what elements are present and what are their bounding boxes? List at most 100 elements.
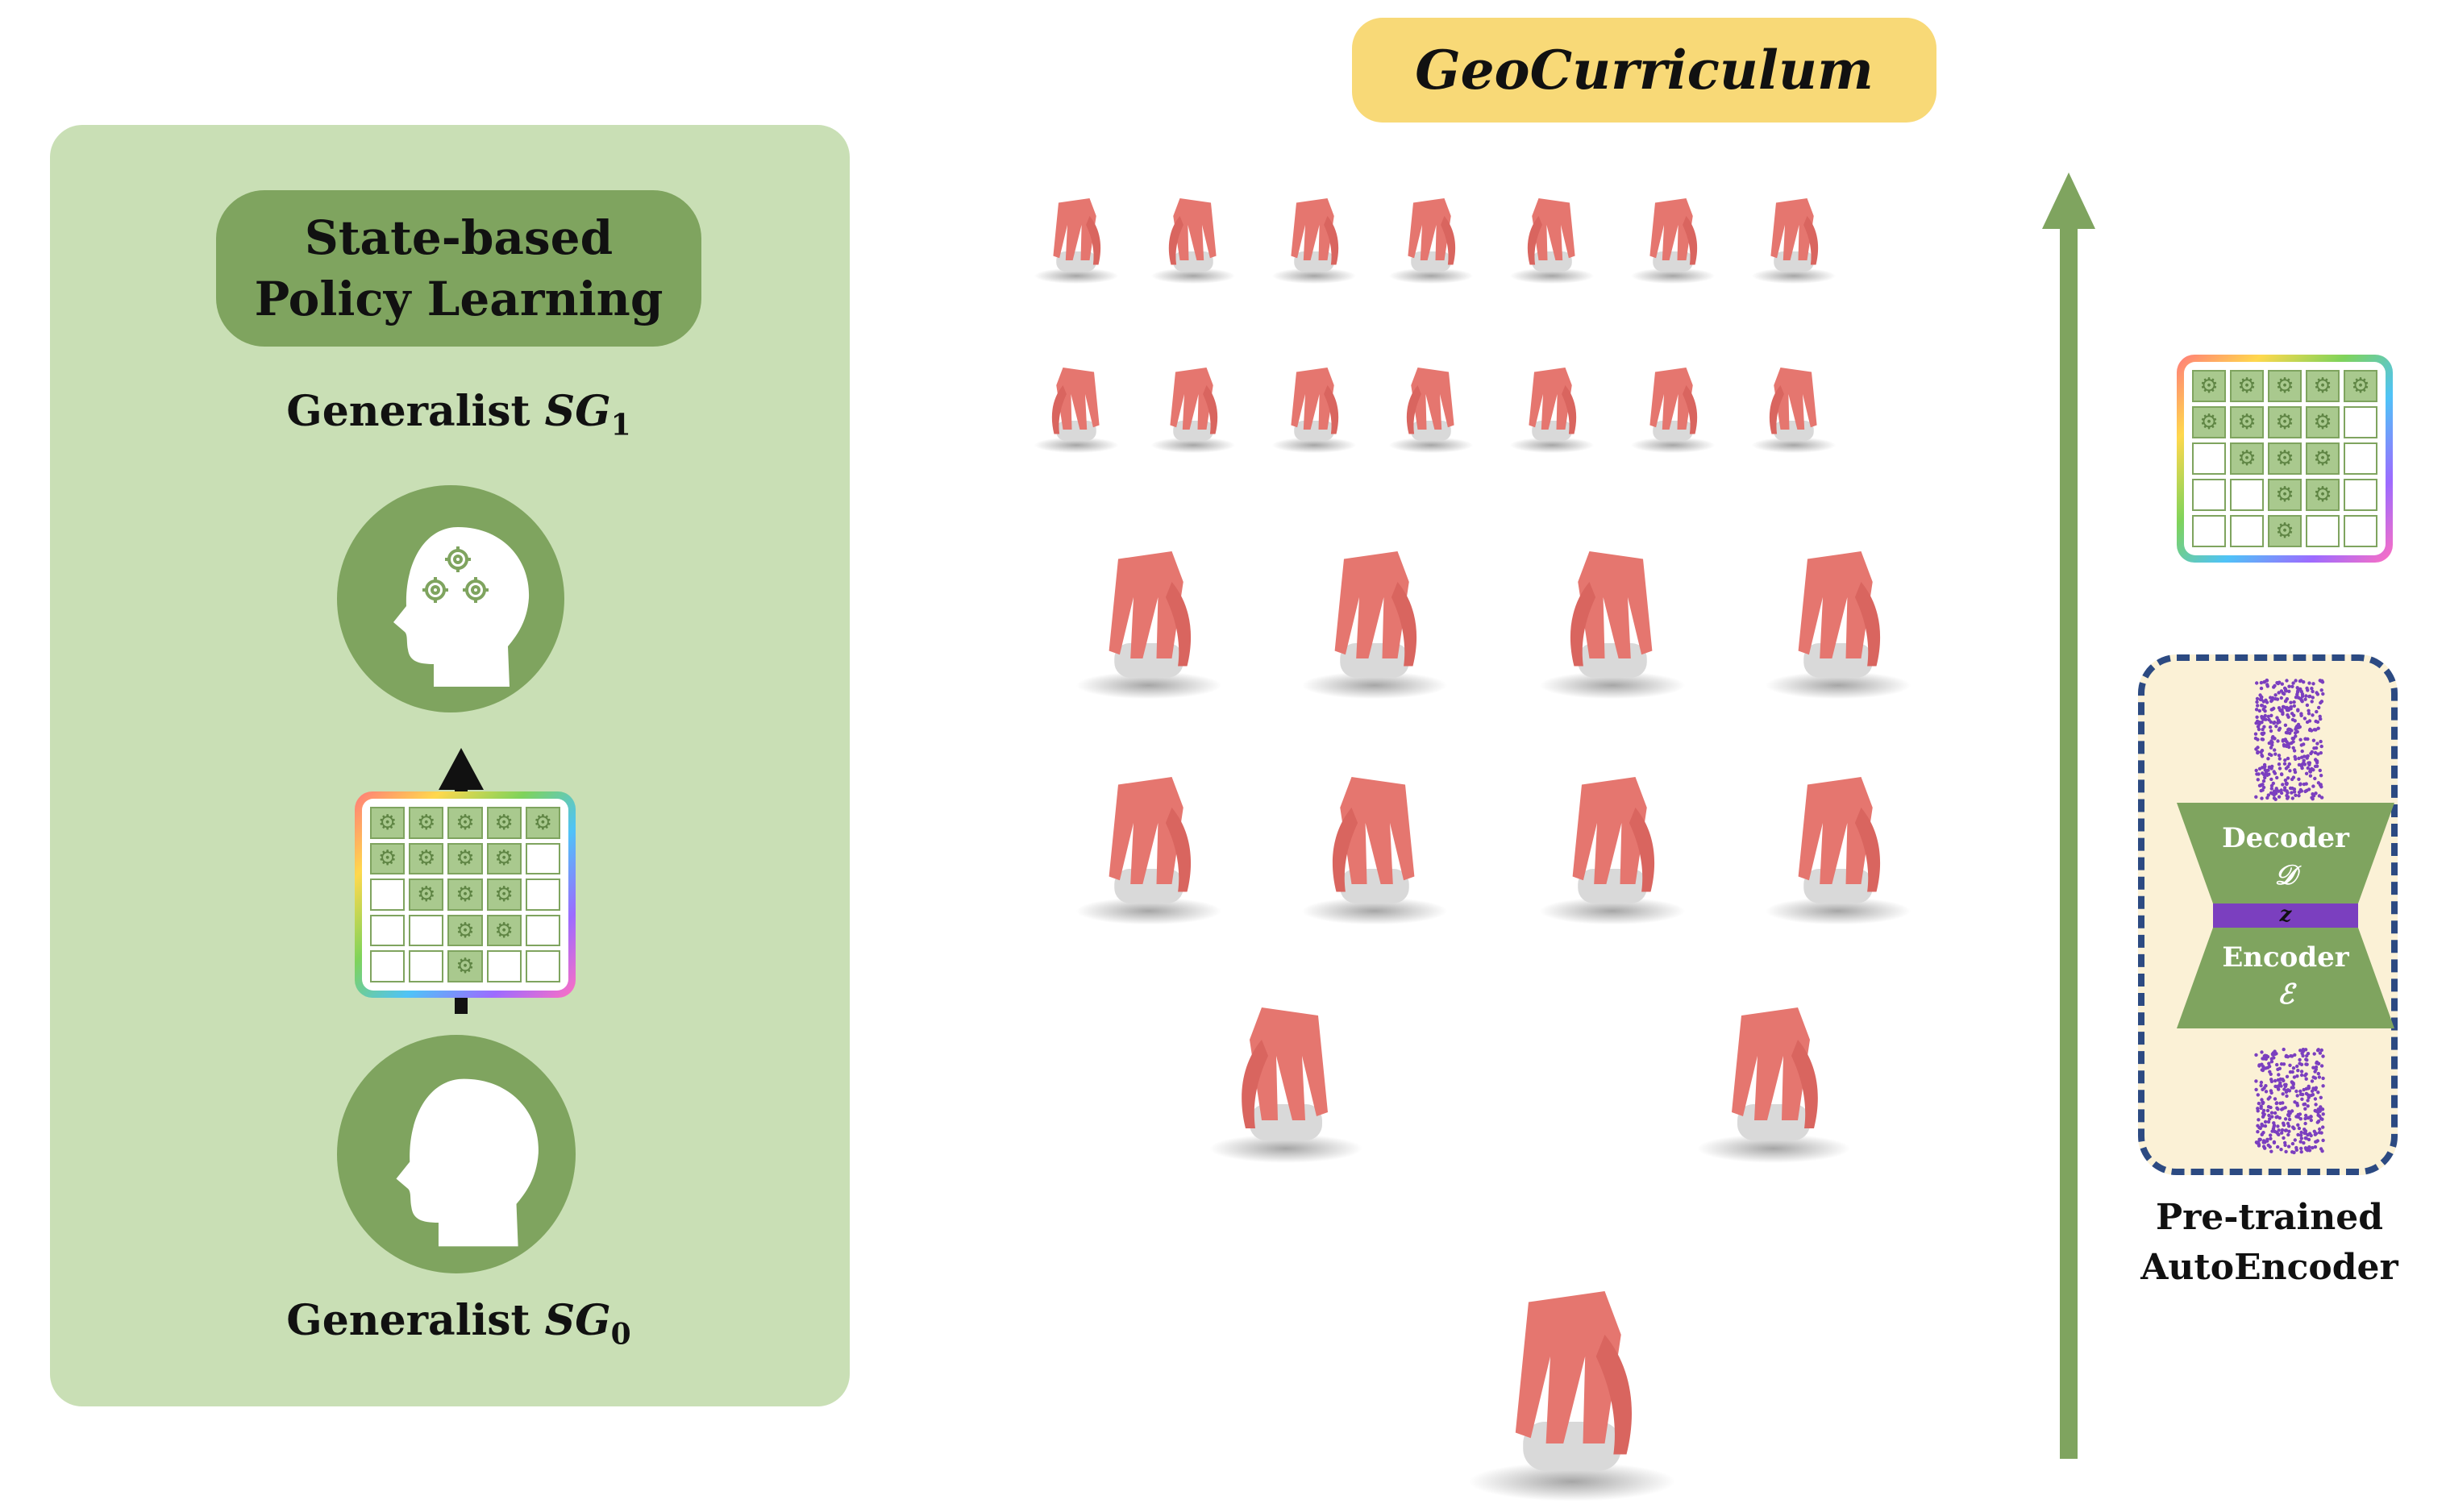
point [2263,709,2267,713]
point-cloud-output-icon [2253,678,2325,801]
autoencoder-shape [2177,803,2394,1028]
point [2261,779,2266,783]
point [2299,1062,2304,1066]
grasp-hand-6 [1751,198,1837,285]
grid-cell-gear-icon [447,879,483,911]
grid-cell-gear-icon [2268,406,2302,438]
point [2295,1064,2299,1069]
point [2287,762,2291,766]
point [2294,679,2298,683]
point [2304,1077,2308,1081]
point [2304,1136,2308,1140]
point [2315,692,2320,696]
point [2254,708,2259,712]
grid-cell-empty [2344,515,2377,547]
point [2270,696,2275,700]
point [2274,725,2278,729]
point [2321,1076,2325,1081]
point [2258,697,2263,702]
point [2318,1051,2323,1055]
point [2268,725,2273,729]
point [2269,746,2273,750]
point [2269,708,2273,712]
grid-cell-empty [2230,479,2264,511]
point [2319,1064,2324,1068]
point [2311,1145,2315,1150]
point [2286,765,2290,769]
point [2306,1132,2310,1137]
point [2256,1130,2260,1134]
point [2292,790,2297,794]
point [2318,714,2322,719]
point [2279,708,2283,713]
grasp-hand-16 [1539,551,1686,700]
grid-cell-gear-icon [2306,442,2340,475]
point [2307,1137,2311,1142]
point [2285,1094,2289,1099]
point [2292,1127,2296,1131]
point [2272,1121,2276,1125]
point [2307,708,2311,712]
point [2314,1140,2318,1144]
point [2298,1057,2302,1062]
grasp-hand-14 [1075,551,1222,700]
point [2315,741,2319,746]
point [2311,1093,2315,1097]
point [2273,696,2278,701]
point [2306,688,2310,692]
policy-title-line2: Policy Learning [254,272,663,326]
point [2298,687,2302,692]
point [2259,750,2263,754]
point [2263,704,2267,709]
point [2313,1144,2318,1149]
point [2315,764,2319,768]
point [2320,1117,2324,1121]
point [2294,1145,2298,1150]
point [2299,1146,2303,1151]
point [2279,689,2284,693]
point [2257,1101,2261,1106]
point [2273,1049,2277,1053]
point [2256,1107,2260,1111]
geocurriculum-title: GeoCurriculum [1415,39,1874,102]
point [2279,772,2284,776]
head-icon [396,1078,539,1247]
point [2269,1089,2273,1093]
point [2299,1136,2303,1140]
point [2265,1108,2270,1113]
point [2295,686,2299,690]
point [2256,778,2260,782]
point [2281,1092,2285,1096]
grid-cell-gear-icon [486,807,522,839]
point [2302,1131,2307,1136]
point [2299,1150,2303,1154]
point [2267,772,2271,776]
point [2295,1074,2299,1078]
point [2280,1107,2284,1111]
grid-cell-gear-icon [486,842,522,875]
point [2263,713,2267,718]
point [2259,680,2264,685]
point [2261,783,2265,787]
point [2272,796,2277,800]
point [2273,1078,2278,1083]
point [2256,725,2261,729]
point [2278,680,2282,684]
point [2254,1053,2258,1057]
point [2294,793,2298,797]
point [2257,783,2262,787]
point [2273,1097,2278,1101]
point [2319,700,2324,704]
point [2286,756,2290,761]
point [2312,1129,2316,1133]
point [2263,1119,2268,1124]
upgrade-arrow-head-icon [439,748,484,790]
point [2259,686,2264,691]
point [2273,748,2277,752]
point [2282,1123,2286,1128]
generalist-sg0-head [337,1035,576,1273]
point [2311,1075,2315,1079]
point [2255,700,2259,704]
grid-cell-gear-icon [525,807,560,839]
point [2284,1149,2288,1154]
